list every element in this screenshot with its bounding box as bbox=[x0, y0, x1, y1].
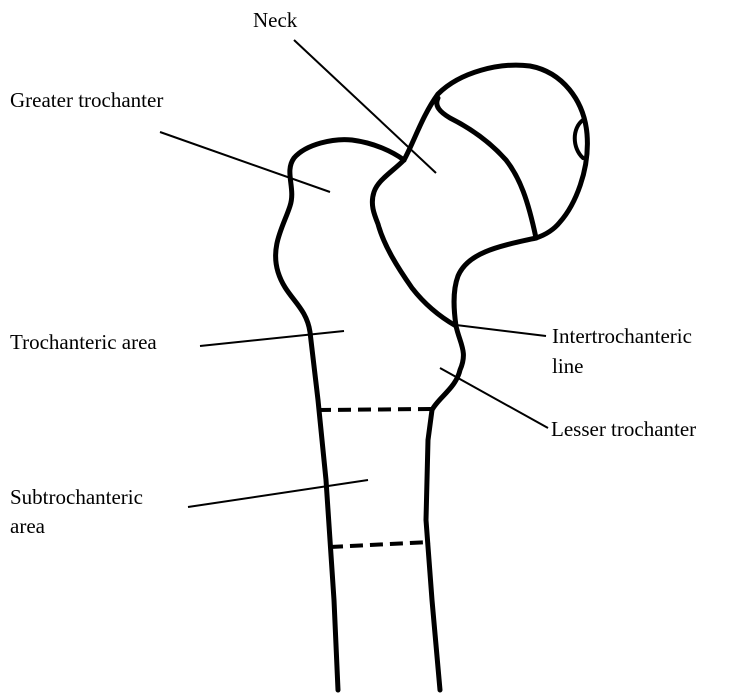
head-neck-junction bbox=[437, 98, 536, 238]
label-intertrochanteric-line-1: Intertrochanteric bbox=[552, 324, 692, 349]
leader-lesser-trochanter bbox=[440, 368, 548, 428]
label-lesser-trochanter: Lesser trochanter bbox=[551, 417, 696, 442]
upper-boundary-dashed-line bbox=[318, 409, 432, 410]
femur-lateral-outline bbox=[276, 140, 404, 690]
label-neck: Neck bbox=[253, 8, 297, 33]
leader-neck bbox=[294, 40, 436, 173]
intertrochanteric-crest bbox=[372, 160, 456, 326]
label-greater-trochanter: Greater trochanter bbox=[10, 88, 163, 113]
lower-boundary-dashed-line bbox=[330, 542, 430, 547]
label-intertrochanteric-line-2: line bbox=[552, 354, 584, 379]
leader-trochanteric-area bbox=[200, 331, 344, 346]
leader-greater-trochanter bbox=[160, 132, 330, 192]
label-subtrochanteric-area-2: area bbox=[10, 514, 45, 539]
femur-medial-outline bbox=[426, 238, 536, 690]
leader-subtrochanteric-area bbox=[188, 480, 368, 507]
label-trochanteric-area: Trochanteric area bbox=[10, 330, 157, 355]
leader-intertrochanteric-line bbox=[456, 325, 546, 336]
fovea-notch bbox=[575, 120, 583, 158]
label-subtrochanteric-area-1: Subtrochanteric bbox=[10, 485, 143, 510]
